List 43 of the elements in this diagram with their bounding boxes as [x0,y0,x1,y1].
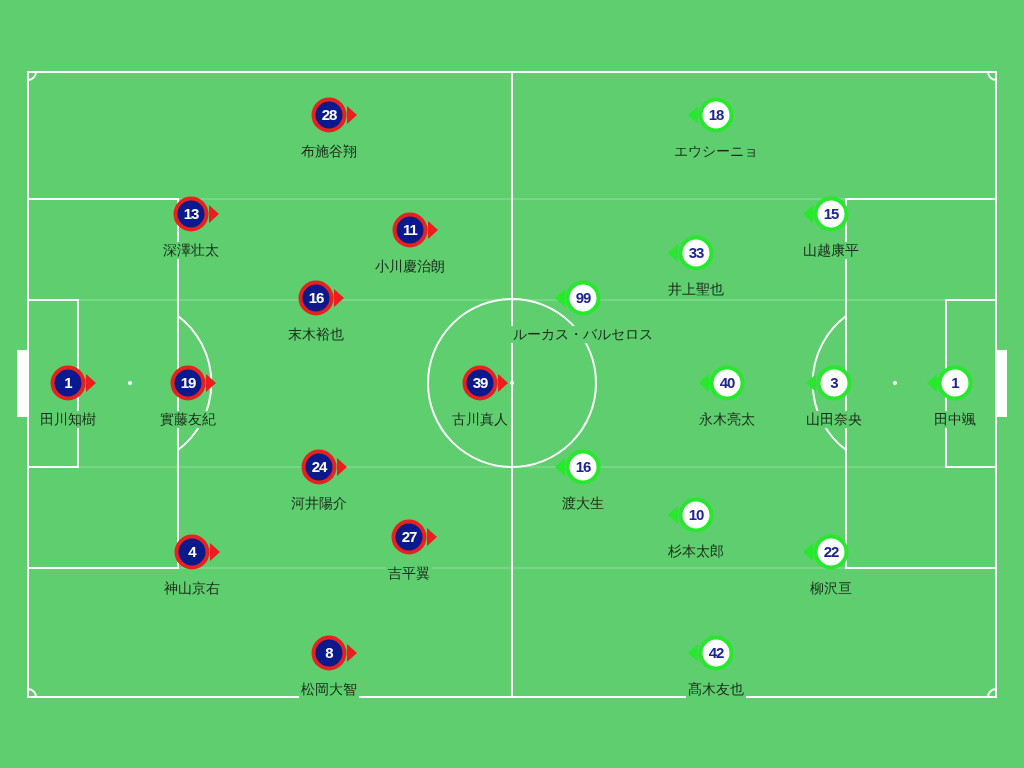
player-number: 24 [310,457,328,477]
player-name: 永木亮太 [697,411,757,428]
player-name: 柳沢亘 [808,580,854,597]
player-number: 18 [707,105,725,125]
player-number: 15 [822,204,840,224]
player-number: 99 [574,288,592,308]
player-number: 16 [574,457,592,477]
player-number: 1 [63,373,74,393]
player-number: 42 [707,643,725,663]
player-name: 髙木友也 [686,681,746,698]
player-number: 40 [718,373,736,393]
player-number: 16 [307,288,325,308]
player-name: ルーカス・バルセロス [511,326,655,343]
player-number: 22 [822,542,840,562]
player-name: 井上聖也 [666,281,726,298]
player-number: 39 [471,373,489,393]
player-number: 1 [950,373,961,393]
player-name: 布施谷翔 [299,143,359,160]
player-number: 27 [400,527,418,547]
player-number: 8 [324,643,334,663]
player-name: 小川慶治朗 [373,258,447,275]
player-number: 3 [829,373,839,393]
player-number: 4 [187,542,198,562]
player-name: 田川知樹 [38,411,98,428]
player-number: 13 [182,204,200,224]
player-number: 10 [687,505,705,525]
player-name: 古川真人 [450,411,510,428]
player-number: 33 [687,243,705,263]
player-name: 河井陽介 [289,495,349,512]
player-name: 杉本太郎 [666,543,726,560]
player-number: 28 [320,105,338,125]
player-name: 松岡大智 [299,681,359,698]
player-name: 實藤友紀 [158,411,218,428]
player-name: 神山京右 [162,580,222,597]
player-number: 19 [179,373,197,393]
player-name: 田中颯 [932,411,978,428]
player-name: 吉平翼 [386,565,432,582]
player-name: 渡大生 [560,495,606,512]
player-name: 末木裕也 [286,326,346,343]
player-name: 深澤壮太 [161,242,221,259]
player-name: 山田奈央 [804,411,864,428]
player-number: 11 [402,220,419,240]
player-name: 山越康平 [801,242,861,259]
